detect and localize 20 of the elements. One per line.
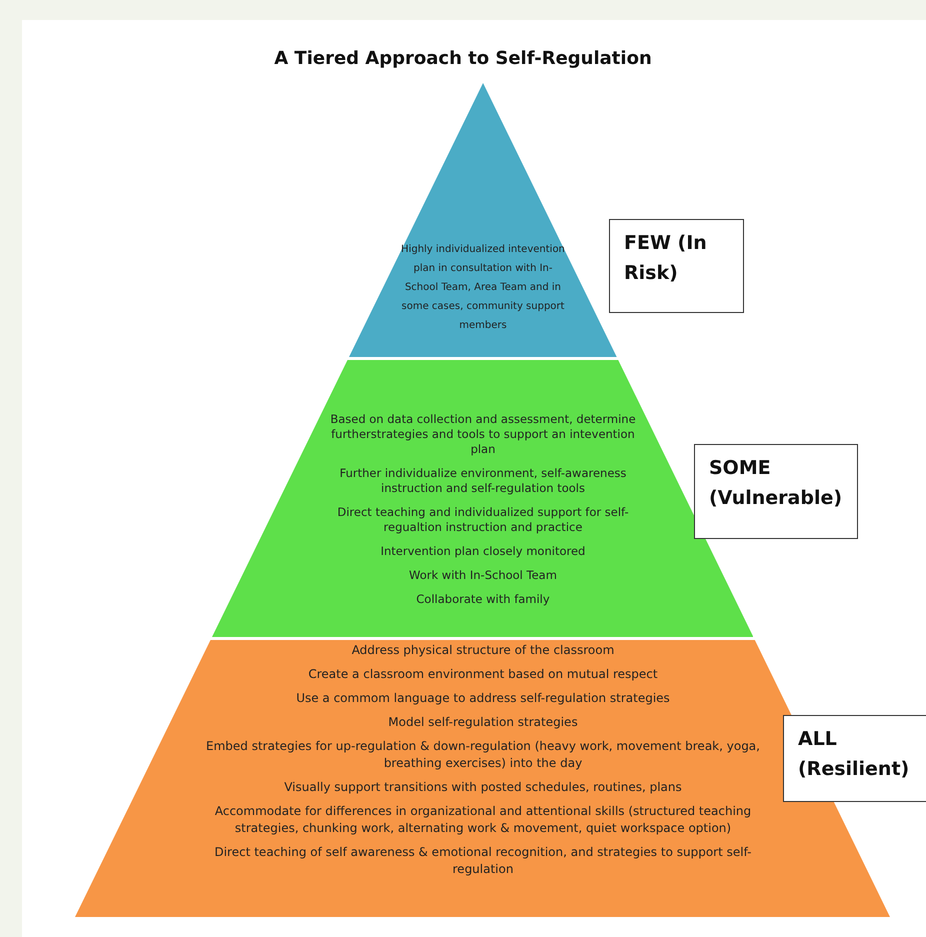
tier-text: Embed strategies for up-regulation & down-regulation (heavy work, movement break, yoga, breathing exercises) into the day [205,738,761,772]
tier-text: Direct teaching of self awareness & emotional recognition, and strategies to support self-regulation [213,844,752,878]
tier-label: ALL (Resilient) [783,715,926,802]
diagram-title: A Tiered Approach to Self-Regulation [273,48,653,69]
tier-text: Further individualize environment, self-awareness instruction and self-regulation tools [338,466,628,496]
tier-text: Work with In-School Team [408,568,558,583]
tier-text: Accommodate for differences in organizational and attentional skills (structured teaching strategies, chunking work, alternating work & movement, quiet workspace option) [214,803,752,837]
tier-text: Address physical structure of the classroom [350,642,616,659]
tier-text: Intervention plan closely monitored [380,544,586,559]
tier-text: Visually support transitions with posted schedules, routines, plans [283,779,683,796]
tier-text: Model self-regulation strategies [387,714,579,731]
tier-text: Highly individualized intevention plan in consultation with In-School Team, Area Team and in some cases, community support members [400,243,566,333]
tier-text: Create a classroom environment based on mutual respect [307,666,659,683]
tier-text: Direct teaching and individualized support for self-regualtion instruction and practice [336,505,630,535]
tier-text: Collaborate with family [415,592,551,607]
tier-label: SOME (Vulnerable) [694,444,858,539]
tier-label: FEW (In Risk) [609,219,744,313]
tier-text: Use a commom language to address self-regulation strategies [295,690,671,707]
tier-text: Based on data collection and assessment, determine furtherstrategies and tools to support an intevention plan [329,412,637,457]
pyramid-tier [348,83,617,357]
